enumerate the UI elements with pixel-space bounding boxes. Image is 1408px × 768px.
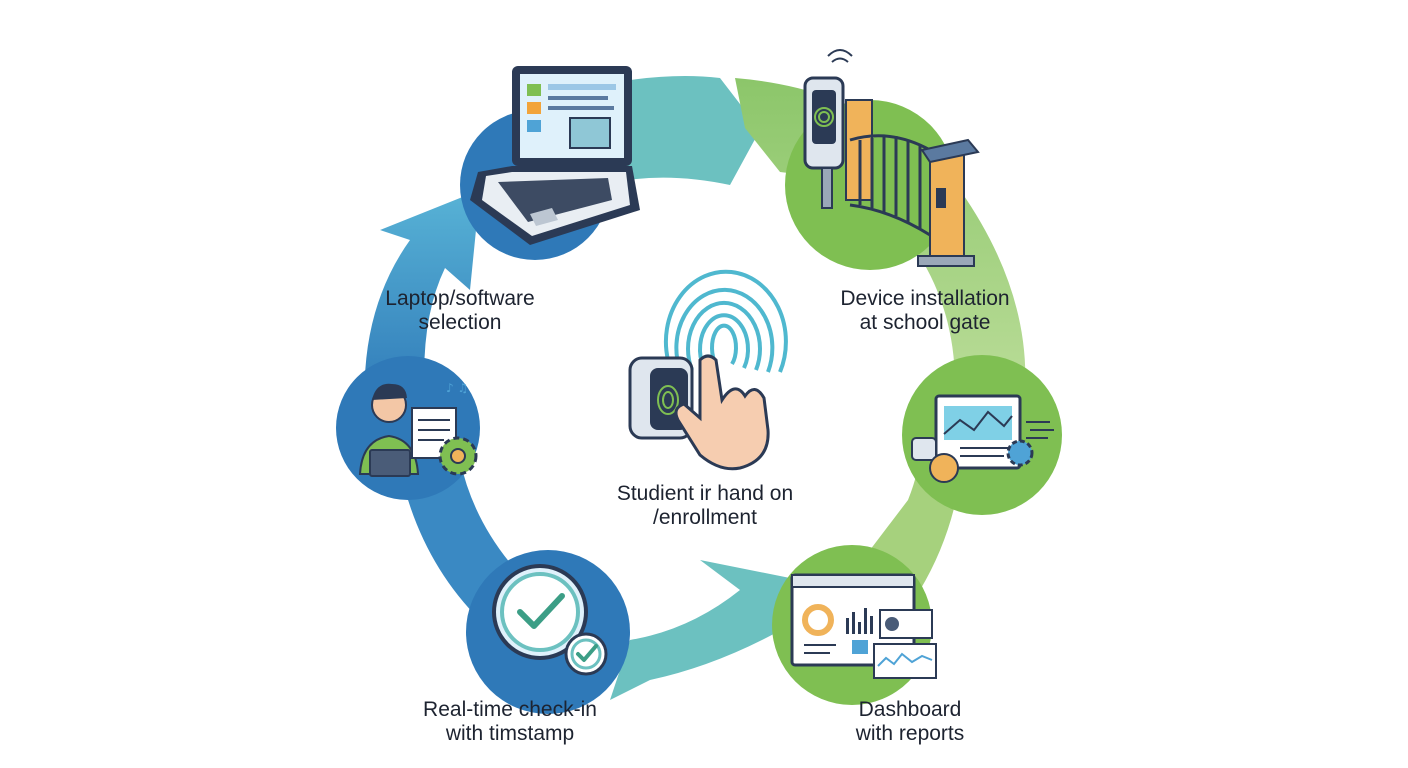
node-center	[628, 269, 788, 471]
check-clock-icon	[492, 564, 608, 676]
node-dashboard	[772, 545, 937, 705]
step-label-center: Studient ir hand on /enrollment	[575, 482, 835, 530]
step-label-laptop-line2: selection	[418, 311, 502, 334]
step-label-center-line2: /enrollment	[653, 506, 757, 529]
laptop-icon	[470, 66, 640, 245]
svg-text:♪ ♫: ♪ ♫	[446, 381, 468, 395]
step-label-dashboard: Dashboard with reports	[780, 698, 1040, 746]
dashboard-reports-icon	[790, 573, 937, 679]
step-label-checkin-line2: with timstamp	[445, 722, 575, 745]
school-gate-fingerprint-device-icon	[803, 49, 980, 267]
step-label-dashboard-line1: Dashboard	[858, 698, 962, 721]
person-laptop-gear-icon: ♪ ♫	[358, 381, 478, 477]
step-label-checkin: Real-time check-in with timstamp	[380, 698, 640, 746]
step-label-checkin-line1: Real-time check-in	[423, 698, 597, 721]
fingerprint-scanner-hand-icon	[628, 269, 788, 471]
step-label-laptop: Laptop/software selection	[330, 287, 590, 335]
node-checkin	[466, 550, 630, 714]
node-device	[785, 49, 980, 270]
step-label-center-line1: Studient ir hand on	[616, 482, 794, 505]
node-monitor	[902, 355, 1062, 515]
step-label-dashboard-line2: with reports	[855, 722, 965, 745]
monitor-chart-gear-icon	[911, 394, 1054, 483]
step-label-device: Device installation at school gate	[790, 287, 1060, 335]
step-label-device-line2: at school gate	[859, 311, 991, 334]
step-label-laptop-line1: Laptop/software	[385, 287, 535, 310]
arrow-left-upper-segment	[364, 190, 480, 410]
node-laptop	[460, 66, 640, 260]
arrow-bottom-segment	[610, 560, 800, 700]
node-setup: ♪ ♫	[336, 356, 480, 500]
step-label-device-line1: Device installation	[840, 287, 1010, 310]
